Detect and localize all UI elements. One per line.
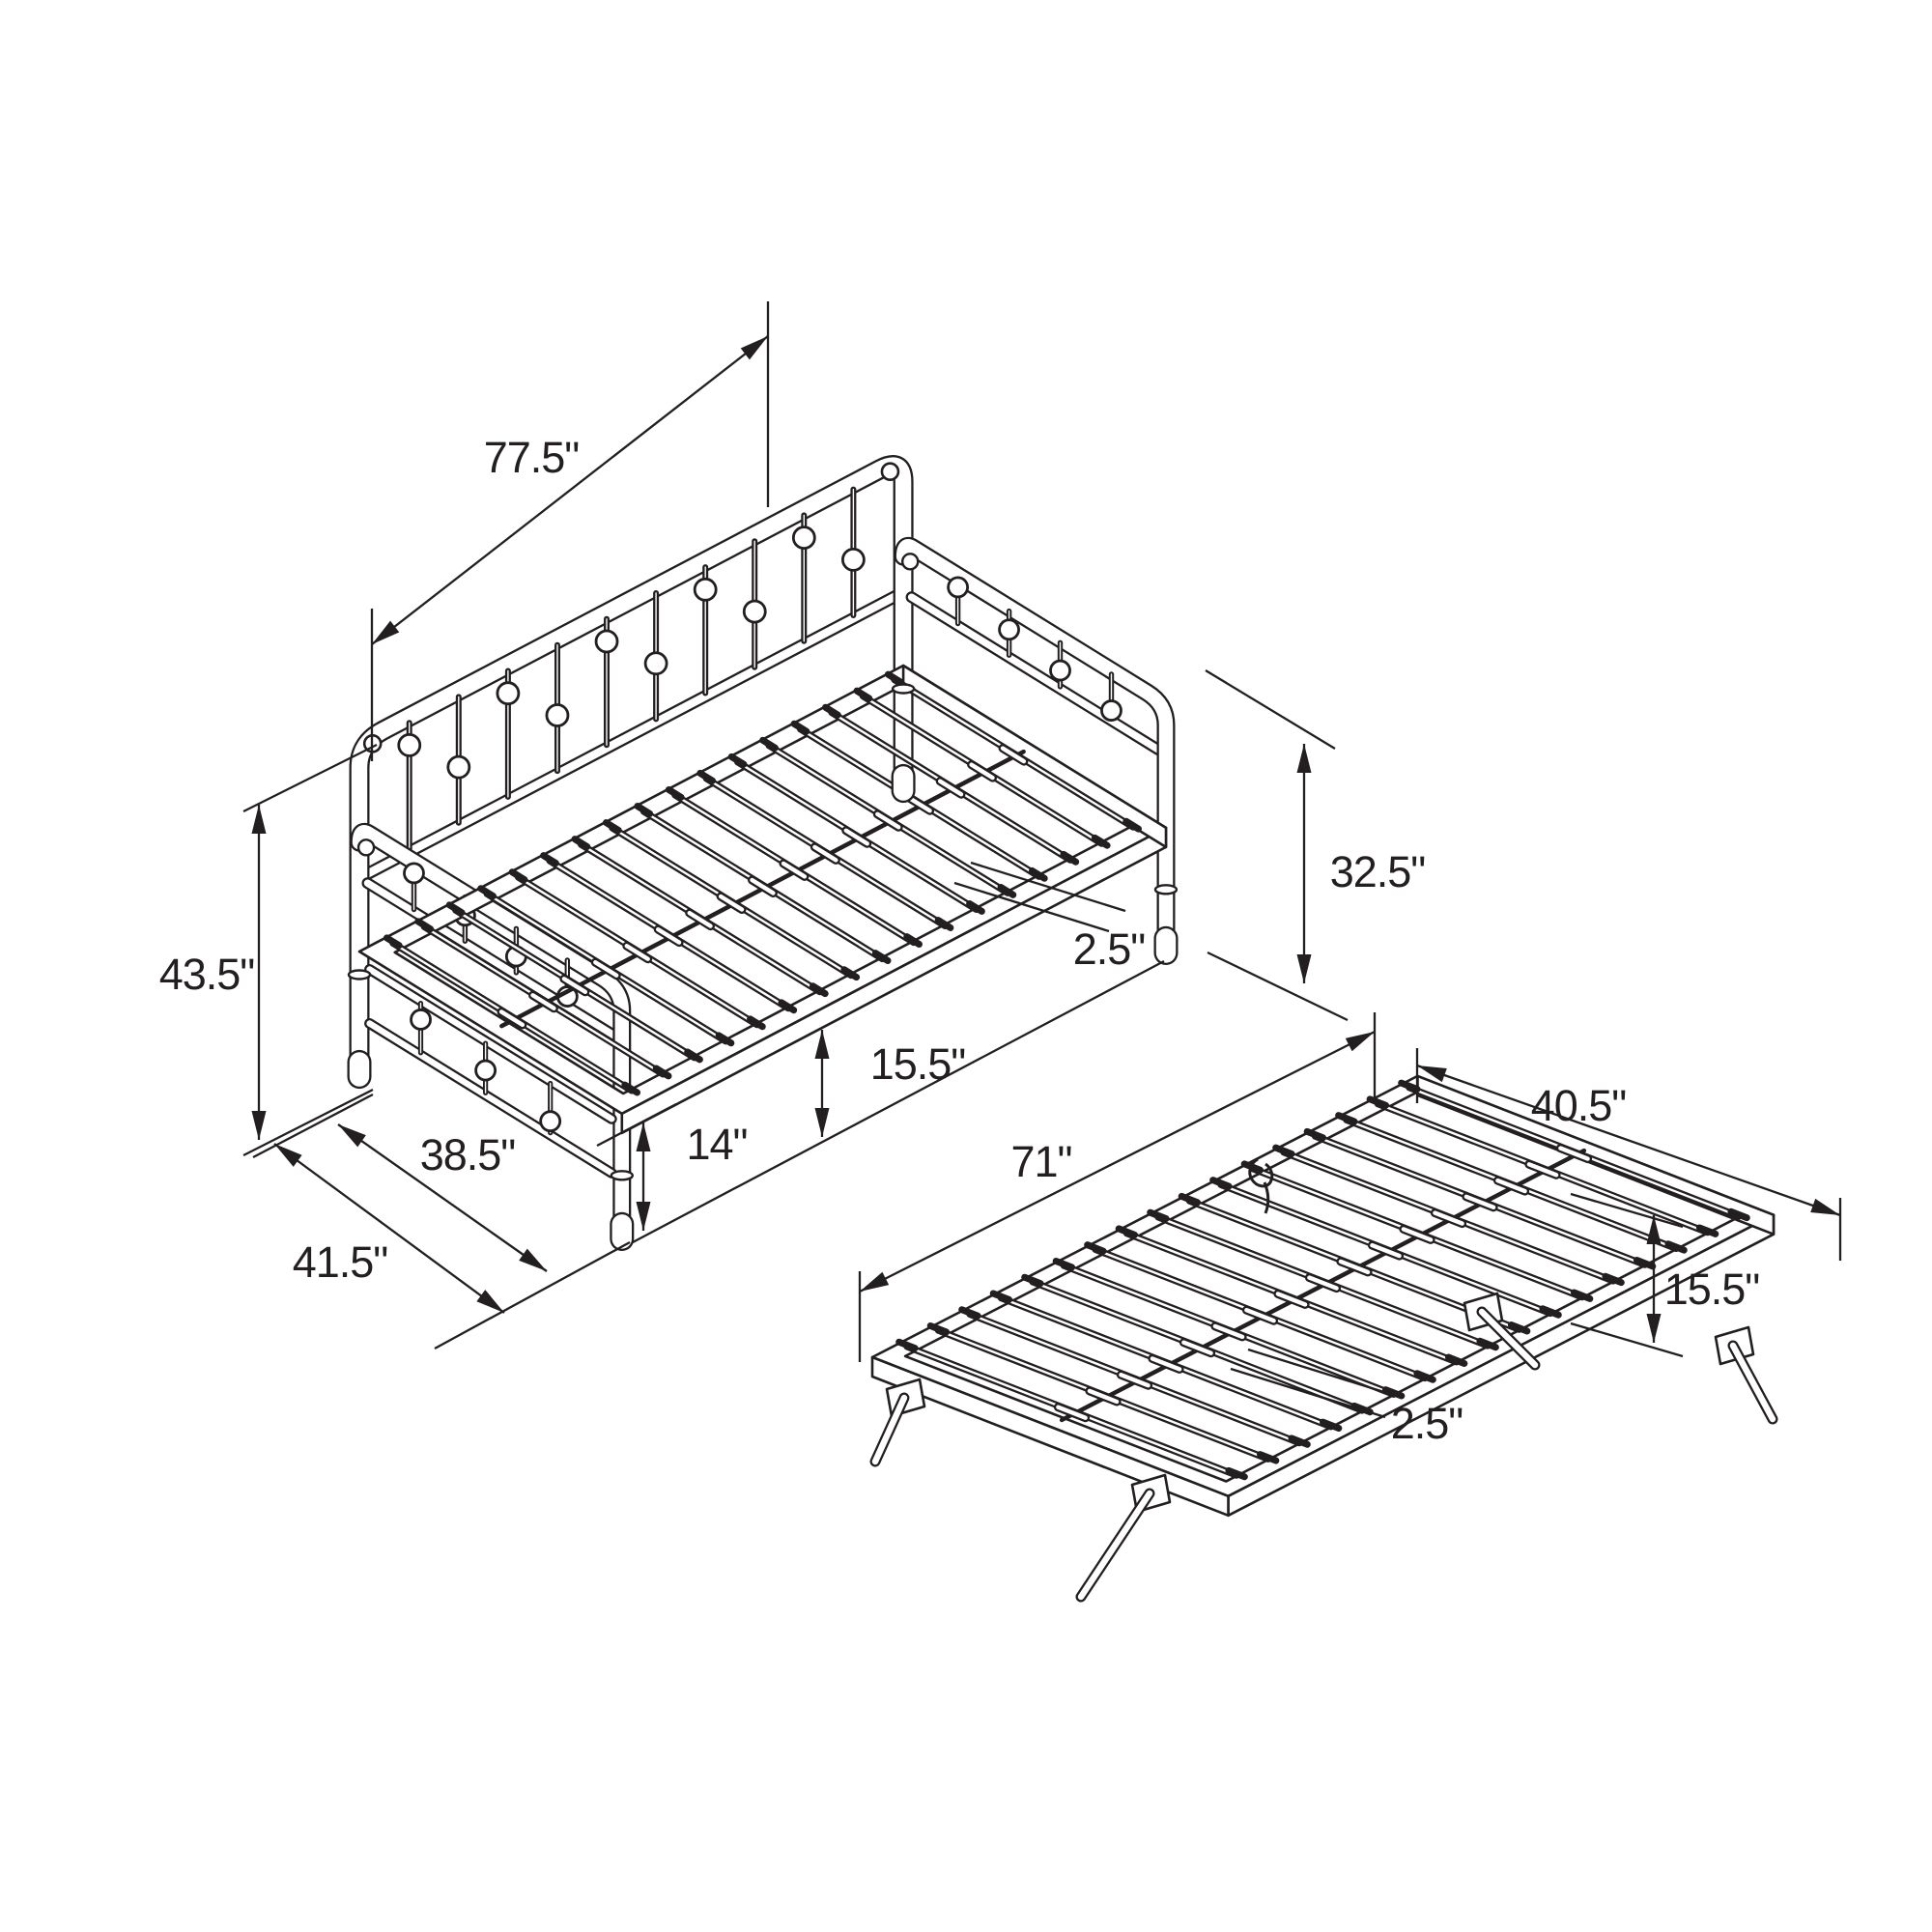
daybed-arm-height-label: 32.5" (1330, 847, 1426, 896)
daybed-rail-thickness-label: 2.5" (1073, 924, 1146, 974)
daybed-clearance-label: 14" (686, 1120, 747, 1169)
left-lower-panel (364, 964, 617, 1179)
back-panel (349, 455, 914, 1081)
daybed-height-label: 43.5" (159, 950, 255, 999)
trundle-legs (869, 1292, 1778, 1603)
daybed-length-label: 77.5" (484, 433, 580, 482)
legs-and-feet (347, 683, 1179, 1251)
latch-hook (1248, 1157, 1274, 1214)
trundle-width-label: 40.5" (1531, 1081, 1627, 1130)
isometric-line-art (347, 455, 1778, 1603)
daybed-drawing (347, 455, 1179, 1251)
trundle-slats (895, 1079, 1750, 1481)
trundle-height-label: 15.5" (1664, 1264, 1760, 1314)
dimension-lines (242, 301, 1842, 1419)
trundle-rail-thickness-label: 2.5" (1391, 1399, 1463, 1448)
right-arm-panel (894, 536, 1176, 956)
daybed-outer-width-label: 41.5" (293, 1237, 388, 1287)
trundle-length-label: 71" (1010, 1137, 1071, 1186)
dimension-labels: 77.5" 43.5" 38.5" 41.5" 14" 15.5" 2.5" 3… (159, 433, 1761, 1448)
trundle-drawing (869, 1074, 1778, 1603)
left-arm-panel (350, 822, 632, 1242)
daybed-inner-width-label: 38.5" (420, 1130, 516, 1179)
slat-deck (357, 664, 1168, 1135)
daybed-deck-height-label: 15.5" (870, 1039, 966, 1089)
